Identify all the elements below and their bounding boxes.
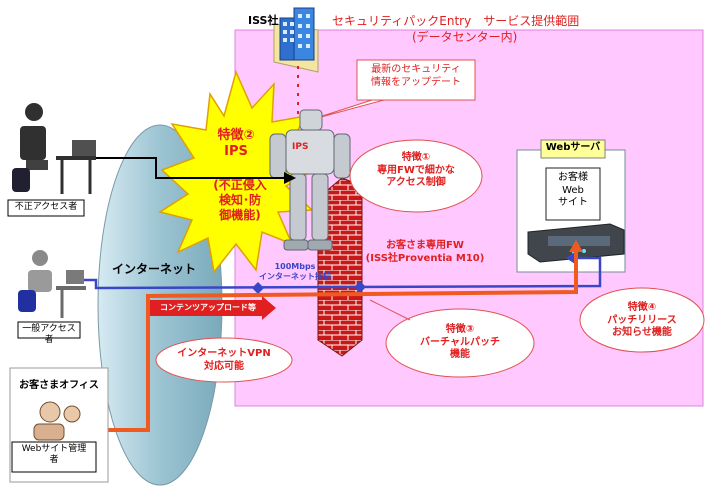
- callout-text: 最新のセキュリティ 情報をアップデート: [371, 64, 461, 88]
- building-icon: [273, 7, 319, 73]
- ips-robot: [269, 109, 351, 251]
- vpn-ellipse: [155, 337, 293, 383]
- illegal-access-label: 不正アクセス者: [14, 202, 78, 212]
- vpn-text: インターネットVPN 対応可能: [177, 348, 271, 372]
- feature2-title: 特徴② IPS: [217, 128, 255, 160]
- admin-label: Webサイト管理 者: [21, 444, 87, 466]
- internet-label: インターネット: [112, 262, 197, 276]
- content-upload-banner: [150, 296, 276, 320]
- vpn-orange-line: [82, 246, 578, 432]
- web-site-box: [545, 167, 601, 221]
- illegal-arrow-head: [284, 172, 296, 184]
- company-label: ISS社: [248, 14, 279, 27]
- general-access-person-icon: [18, 250, 86, 318]
- blue-diamond-left: [252, 282, 264, 294]
- illegal-access-person-icon: [12, 103, 96, 194]
- general-label-box: [17, 321, 81, 339]
- internet-blue-line: [82, 256, 602, 290]
- feature4-text: 特徴④ パッチリリース お知らせ機能: [607, 302, 677, 338]
- blue-diamond-right: [354, 281, 366, 293]
- content-upload-label: コンテンツアップロード等: [160, 303, 256, 312]
- callout-pointer: [309, 99, 385, 121]
- feature1-text: 特徴① 専用FWで細かな アクセス制御: [377, 152, 455, 188]
- office-title: お客さまオフィス: [19, 380, 99, 391]
- ips-robot-label: IPS: [292, 142, 309, 152]
- illegal-access-arrow: [92, 157, 284, 179]
- web-server-title: Webサーバ: [545, 142, 601, 153]
- service-scope-title: セキュリティパックEntry サービス提供範囲: [332, 14, 580, 28]
- service-scope-subtitle: (データセンター内): [412, 30, 518, 44]
- web-site-text: お客様 Web サイト: [558, 172, 588, 208]
- illegal-label-box: [7, 199, 85, 217]
- feature1-ellipse: [349, 139, 483, 213]
- feature3-connector: [369, 299, 411, 321]
- feature2-detail: (不正侵入 検知･防 御機能): [213, 178, 267, 222]
- orange-arrow-head: [569, 240, 583, 252]
- blue-arrow-head: [566, 252, 575, 264]
- callout-box: [356, 59, 476, 101]
- feature3-text: 特徴③ バーチャルパッチ 機能: [420, 324, 500, 360]
- general-access-label: 一般アクセス者: [22, 324, 76, 346]
- admin-person-icon: [33, 401, 81, 441]
- internet-speed-label: 100Mbps インターネット接続: [259, 262, 331, 281]
- firewall-label: お客さま専用FW (ISS社Proventia M10): [365, 240, 485, 264]
- feature4-ellipse: [579, 287, 705, 353]
- ips-explosion: [158, 69, 320, 274]
- feature3-ellipse: [385, 308, 535, 378]
- web-server-titlebar: [540, 139, 606, 159]
- admin-label-box: [11, 441, 97, 473]
